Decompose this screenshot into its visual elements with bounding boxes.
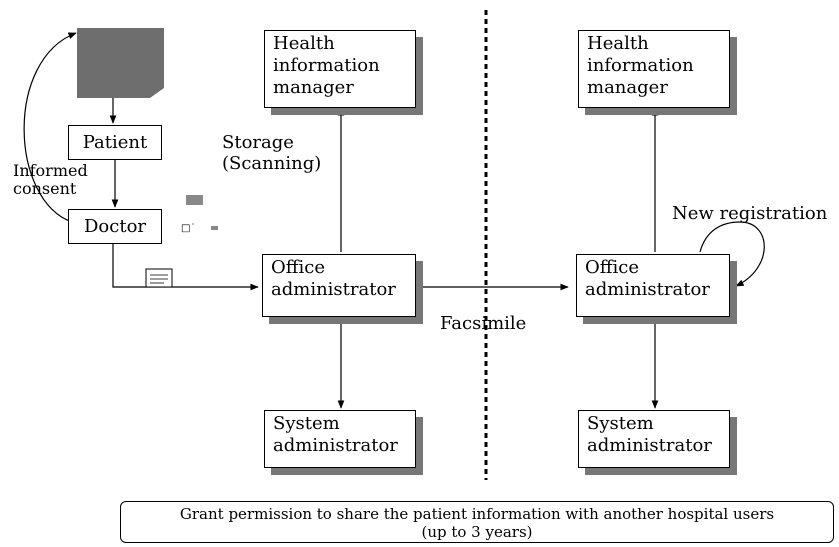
right-office-administrator-box: Office administrator — [576, 254, 730, 317]
arrow-doctor-to-office — [112, 244, 259, 291]
arrow-new-registration-loop — [699, 221, 765, 287]
facsimile-label: Facsimile — [440, 313, 527, 334]
permission-note-line2: (up to 3 years) — [421, 523, 533, 541]
storage-scanning-label: Storage (Scanning) — [222, 132, 322, 174]
new-registration-label: New registration — [672, 203, 828, 224]
consent-form-icon — [145, 268, 173, 288]
scanner-dots: □˙ — [181, 223, 195, 234]
permission-note-line1: Grant permission to share the patient in… — [179, 505, 775, 523]
patient-card-image — [77, 28, 164, 98]
right-health-information-manager-box: Health information manager — [578, 30, 730, 108]
doctor-label: Doctor — [83, 215, 147, 237]
informed-consent-label: Informed consent — [13, 161, 88, 198]
patient-box: Patient — [68, 125, 162, 160]
permission-note: Grant permission to share the patient in… — [120, 501, 834, 543]
system-administrator-box: System administrator — [264, 410, 416, 468]
health-information-manager-box: Health information manager — [264, 30, 416, 108]
office-administrator-box: Office administrator — [262, 254, 416, 317]
right-system-administrator-box: System administrator — [578, 410, 730, 468]
scanner-mark-small — [211, 226, 218, 230]
patient-label: Patient — [82, 131, 148, 153]
scanner-mark — [186, 195, 203, 205]
doctor-box: Doctor — [68, 209, 162, 244]
arrow-informed-consent-loop — [23, 32, 77, 223]
